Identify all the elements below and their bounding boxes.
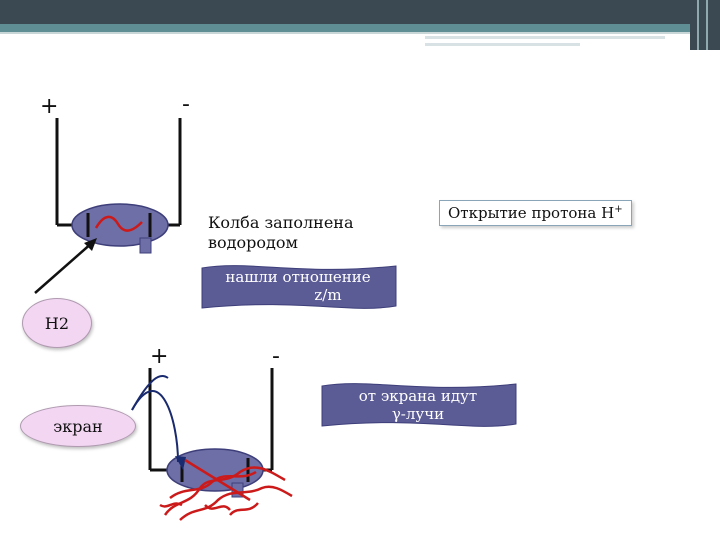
- ratio-line1: нашли отношение: [225, 268, 371, 286]
- ratio-banner-text: нашли отношение z/m: [200, 268, 396, 304]
- screen-text: экран: [53, 416, 103, 436]
- header-bar: [0, 0, 720, 50]
- flask-label: Колба заполнена водородом: [208, 213, 354, 253]
- h2-text: H2: [44, 313, 70, 333]
- rays-line2: γ-лучи: [391, 405, 445, 423]
- proton-discovery-text: Открытие протона H: [448, 204, 615, 222]
- beam-path: [131, 390, 179, 463]
- discharge-wave: [94, 215, 143, 232]
- proton-charge-superscript: +: [614, 204, 623, 215]
- bottom-plus-sign: +: [150, 344, 169, 369]
- h2-label: H2: [22, 298, 92, 348]
- top-minus-sign: -: [182, 92, 190, 117]
- rays-banner-text: от экрана идут γ-лучи: [320, 387, 516, 423]
- flask-label-line2: водородом: [208, 233, 298, 252]
- bottom-minus-sign: -: [272, 344, 280, 369]
- rays-banner: [321, 383, 517, 427]
- ratio-line2: z/m: [314, 286, 342, 304]
- gamma-rays: [159, 458, 293, 521]
- top-plus-sign: +: [40, 94, 59, 119]
- proton-discovery-box: Открытие протона H+: [439, 200, 632, 226]
- screen-label: экран: [20, 405, 136, 447]
- rays-line1: от экрана идут: [358, 387, 478, 405]
- ratio-banner: [201, 265, 397, 309]
- flask-label-line1: Колба заполнена: [208, 213, 354, 232]
